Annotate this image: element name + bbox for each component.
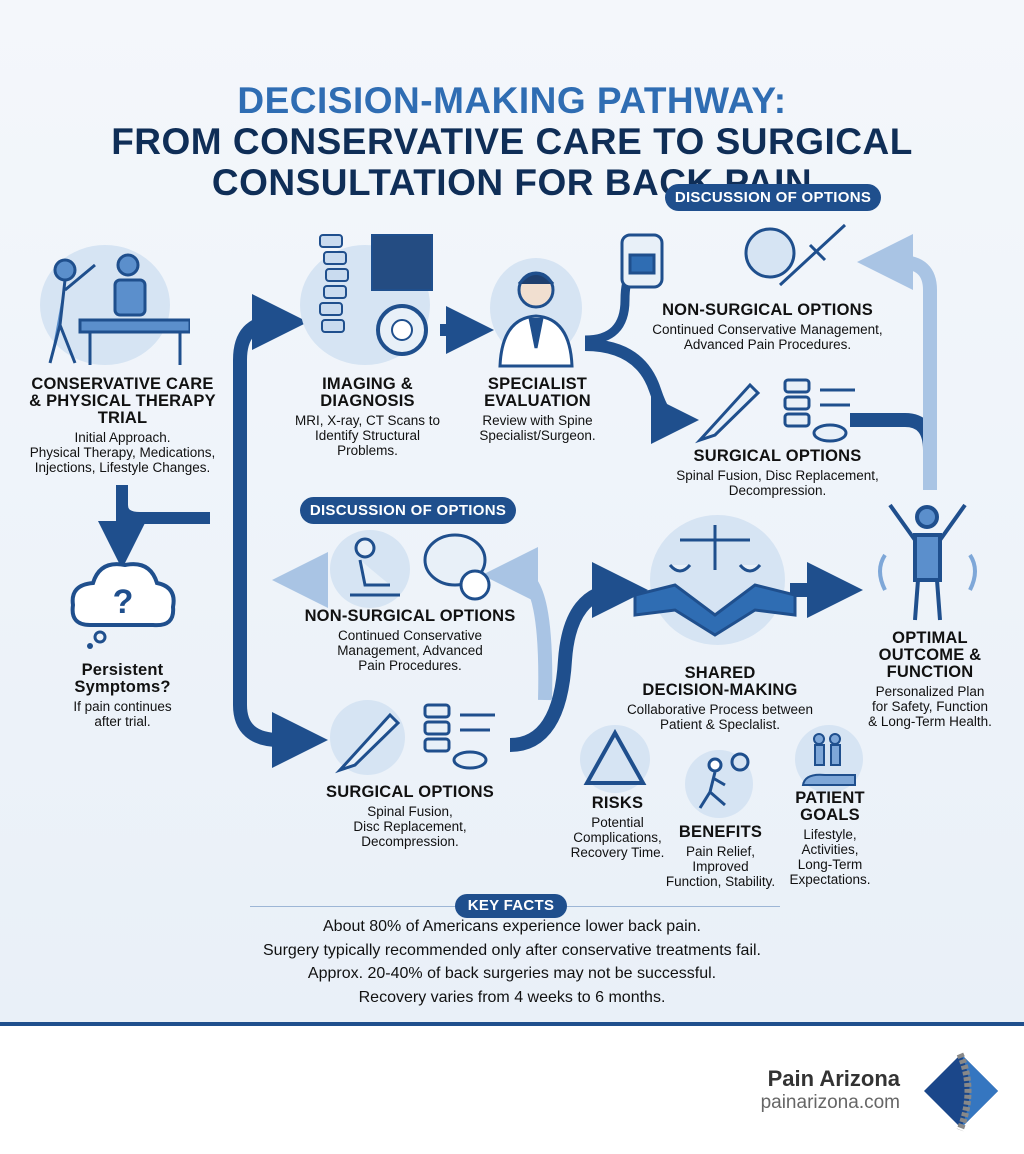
factor-title: PATIENT bbox=[795, 789, 865, 807]
key-facts-badge: KEY FACTS bbox=[455, 894, 567, 918]
warning-bone-icon bbox=[580, 725, 650, 793]
step-title: Symptoms? bbox=[74, 678, 171, 696]
option-surgical-top: SURGICAL OPTIONS Spinal Fusion, Disc Rep… bbox=[660, 447, 895, 499]
scalpel-implant-icon bbox=[690, 375, 860, 445]
physical-therapy-icon bbox=[40, 245, 190, 365]
step-title: DIAGNOSIS bbox=[320, 392, 415, 410]
celebrating-person-icon bbox=[870, 495, 985, 625]
fact-item: Surgery typically recommended only after… bbox=[263, 941, 761, 959]
pump-syringe-icon bbox=[610, 215, 860, 297]
step-title: OUTCOME & bbox=[878, 646, 982, 664]
brand-url[interactable]: painarizona.com bbox=[760, 1092, 900, 1113]
step-conservative-care: CONSERVATIVE CARE & PHYSICAL THERAPY TRI… bbox=[10, 375, 235, 476]
title-line: FROM CONSERVATIVE CARE TO SURGICAL bbox=[111, 121, 913, 162]
step-title: CONSERVATIVE CARE bbox=[31, 375, 214, 393]
step-title: IMAGING & bbox=[322, 375, 413, 393]
spine-diamond-logo bbox=[920, 1050, 1002, 1132]
arrow-to-surgical-top bbox=[584, 339, 699, 444]
spine-mri-icon bbox=[300, 234, 433, 365]
factor-patient-goals: PATIENT GOALS Lifestyle,Activities,Long-… bbox=[775, 789, 885, 888]
option-title: NON-SURGICAL OPTIONS bbox=[304, 607, 516, 625]
step-title: SPECIALIST bbox=[487, 375, 588, 393]
scalpel-implant-icon bbox=[330, 700, 495, 775]
key-facts-list: About 80% of Americans experience lower … bbox=[0, 915, 1024, 1009]
option-desc: Spinal Fusion, Disc Replacement,Decompre… bbox=[676, 468, 879, 498]
step-title: Persistent bbox=[81, 661, 164, 679]
handshake-scale-icon bbox=[633, 515, 797, 645]
page-title: DECISION-MAKING PATHWAY: FROM CONSERVATI… bbox=[0, 80, 1024, 203]
option-desc: Continued Conservative Management,Advanc… bbox=[652, 322, 883, 352]
step-title: SHARED bbox=[684, 664, 756, 682]
step-imaging: IMAGING & DIAGNOSIS MRI, X-ray, CT Scans… bbox=[285, 375, 450, 459]
factor-title: GOALS bbox=[800, 806, 860, 824]
doctor-icon bbox=[490, 258, 582, 368]
fact-item: Approx. 20-40% of back surgeries may not… bbox=[307, 965, 717, 982]
step-desc: Initial Approach.Physical Therapy, Medic… bbox=[29, 430, 216, 475]
family-icon bbox=[795, 725, 863, 793]
discussion-badge-middle: DISCUSSION OF OPTIONS bbox=[300, 497, 516, 524]
discussion-badge-top: DISCUSSION OF OPTIONS bbox=[665, 184, 881, 211]
runner-icon bbox=[685, 750, 753, 818]
option-desc: Spinal Fusion,Disc Replacement,Decompres… bbox=[353, 804, 467, 849]
step-optimal-outcome: OPTIMAL OUTCOME & FUNCTION Personalized … bbox=[860, 629, 1000, 730]
arrow-to-surgical-mid bbox=[233, 600, 328, 768]
step-title: DECISION-MAKING bbox=[642, 681, 798, 699]
fact-item: About 80% of Americans experience lower … bbox=[323, 918, 701, 935]
step-title: TRIAL bbox=[97, 409, 148, 427]
step-title: OPTIMAL bbox=[892, 629, 968, 647]
flow-arrows bbox=[98, 234, 937, 768]
arrow-to-imaging bbox=[233, 294, 308, 700]
step-title: FUNCTION bbox=[886, 663, 974, 681]
option-surgical-mid: SURGICAL OPTIONS Spinal Fusion,Disc Repl… bbox=[310, 783, 510, 850]
fact-item: Recovery varies from 4 weeks to 6 months… bbox=[358, 988, 666, 1006]
svg-text:?: ? bbox=[113, 583, 134, 621]
factor-title: BENEFITS bbox=[678, 823, 763, 841]
option-title: NON-SURGICAL OPTIONS bbox=[662, 301, 873, 319]
step-title: & PHYSICAL THERAPY bbox=[29, 392, 216, 410]
option-nonsurgical-top: NON-SURGICAL OPTIONS Continued Conservat… bbox=[645, 301, 890, 353]
arrow-conservative-to-pathway bbox=[116, 485, 210, 524]
option-title: SURGICAL OPTIONS bbox=[326, 783, 494, 801]
arrow-optimal-back-to-options bbox=[857, 234, 937, 490]
option-title: SURGICAL OPTIONS bbox=[693, 447, 862, 465]
option-nonsurgical-mid: NON-SURGICAL OPTIONS Continued Conservat… bbox=[295, 607, 525, 674]
factor-title: RISKS bbox=[591, 794, 644, 812]
footer-divider bbox=[0, 1022, 1024, 1026]
step-title: EVALUATION bbox=[484, 392, 591, 410]
question-cloud-icon: ? bbox=[65, 555, 180, 650]
arrow-surgical-mid-to-shared bbox=[509, 562, 648, 752]
brand-name: Pain Arizona bbox=[767, 1066, 900, 1091]
title-line: DECISION-MAKING PATHWAY: bbox=[237, 80, 787, 121]
therapy-brain-icon bbox=[330, 530, 491, 608]
arrow-back-from-shared bbox=[482, 547, 553, 701]
step-shared-decision: SHARED DECISION-MAKING Collaborative Pro… bbox=[615, 664, 825, 733]
